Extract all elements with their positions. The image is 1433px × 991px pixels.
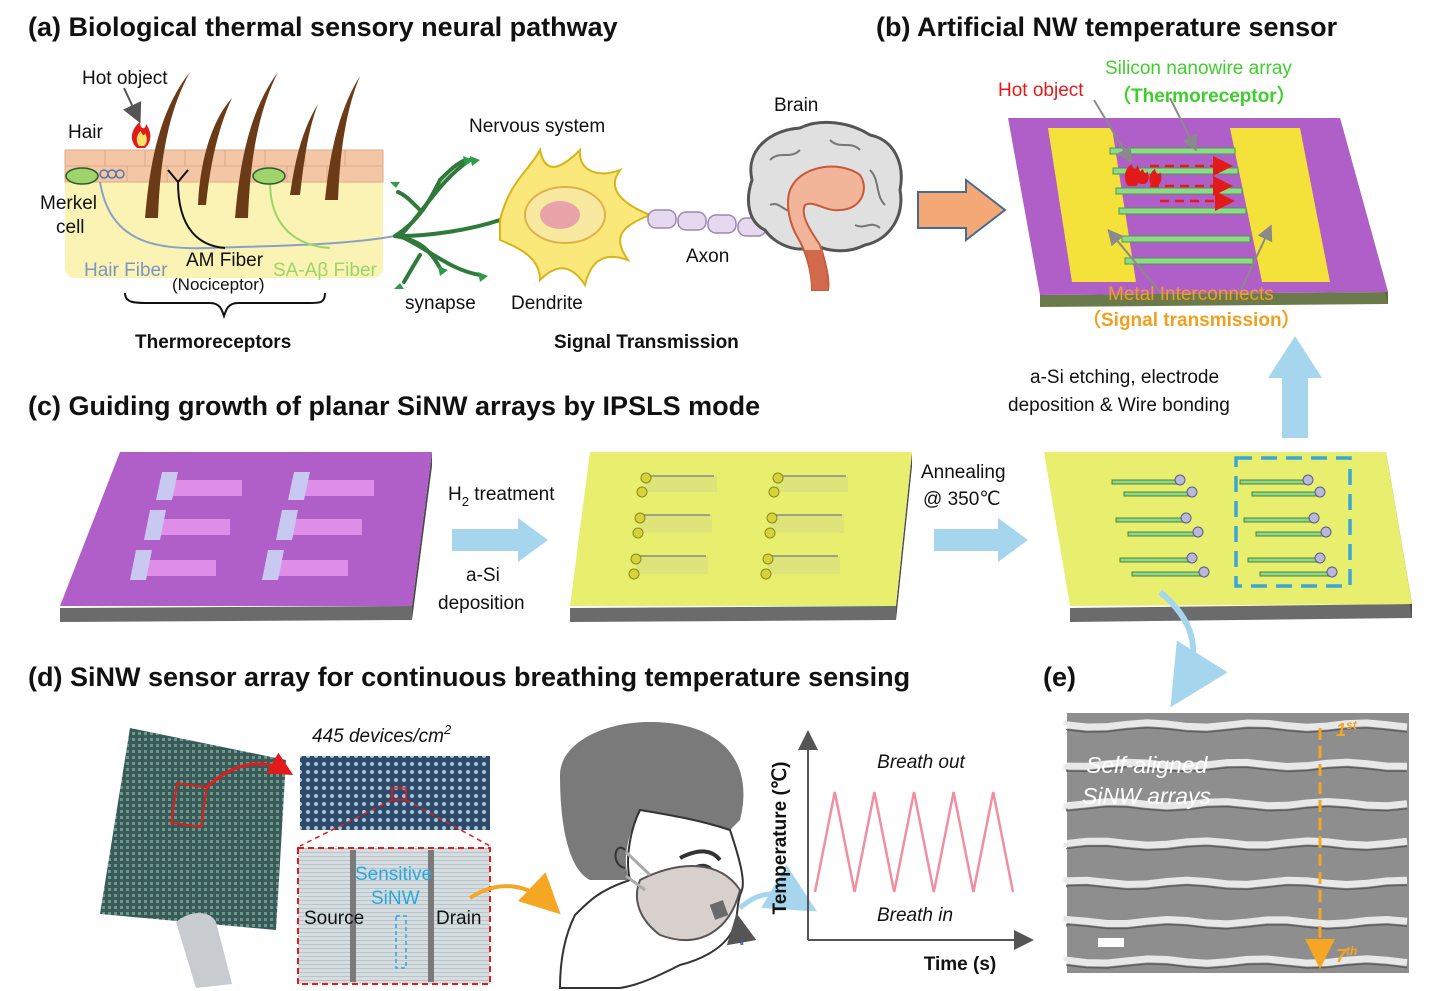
thermoreceptor-label: （Thermoreceptor） xyxy=(1112,84,1296,107)
synapse-label: synapse xyxy=(405,293,476,314)
hair-fiber-label: Hair Fiber xyxy=(84,260,168,281)
panel-b-title: (b) Artificial NW temperature sensor xyxy=(876,12,1338,42)
arrow-to-face xyxy=(468,872,561,915)
panel-c-title: (c) Guiding growth of planar SiNW arrays… xyxy=(28,391,760,421)
nervous-system-label: Nervous system xyxy=(469,116,605,137)
zoom-dots-image xyxy=(300,756,490,830)
cell-label: cell xyxy=(56,217,85,238)
nw-sensor-device xyxy=(1008,97,1388,307)
brain-illustration xyxy=(747,120,903,291)
metal-interconnects-label: Metal Interconnects xyxy=(1108,284,1274,305)
deposition-label: deposition xyxy=(438,593,525,614)
panel-d-title: (d) SiNW sensor array for continuous bre… xyxy=(28,662,910,692)
breath-series-line xyxy=(813,791,1015,893)
annealing-label: Annealing xyxy=(921,462,1006,483)
sem-nanowire xyxy=(1063,915,1408,928)
sem-nanowire-shadow xyxy=(1066,766,1408,773)
x-axis-label: Time (s) xyxy=(924,954,997,975)
panel-e-title: (e) xyxy=(1043,662,1076,692)
panel-a-title: (a) Biological thermal sensory neural pa… xyxy=(28,12,618,42)
flame-icon xyxy=(131,122,151,148)
sem-nanowire-shadow xyxy=(1066,963,1408,969)
arrow-step2 xyxy=(934,518,1028,562)
merkel-label: Merkel xyxy=(40,193,97,214)
drain-label: Drain xyxy=(436,908,481,929)
etching-line1: a-Si etching, electrode xyxy=(1030,367,1219,388)
axon-label: Axon xyxy=(686,246,729,267)
etching-line2: deposition & Wire bonding xyxy=(1008,395,1230,416)
scale-bar xyxy=(1098,938,1124,947)
thermoreceptors-label: Thermoreceptors xyxy=(135,332,291,353)
source-label: Source xyxy=(304,908,364,929)
am-fiber-label: AM Fiber xyxy=(186,250,264,271)
sem-nanowire xyxy=(1063,955,1408,967)
breathing-temperature-chart: Time (s) Temperature (℃) Breath out Brea… xyxy=(770,730,1034,975)
sem-nanowire-shadow xyxy=(1066,884,1408,891)
substrate-yellow-2 xyxy=(1044,452,1412,622)
hot-object-label-b: Hot object xyxy=(998,80,1084,101)
arrow-c-to-b xyxy=(1268,336,1322,438)
sa-fiber-label: SA-Aβ Fiber xyxy=(273,260,378,281)
arrow-step1 xyxy=(452,518,548,562)
sem-nanowire xyxy=(1063,797,1408,810)
temperature-label: @ 350℃ xyxy=(923,489,1001,510)
sem-nanowire xyxy=(1063,719,1408,731)
sem-image xyxy=(1063,713,1409,973)
annotation-breath-in: Breath in xyxy=(877,905,953,926)
annotation-breath-out: Breath out xyxy=(877,752,965,773)
y-axis-label: Temperature (℃) xyxy=(770,762,791,915)
brain-label: Brain xyxy=(774,95,818,116)
seventh-label: 7th xyxy=(1336,944,1357,966)
neuron-illustration xyxy=(390,146,801,289)
silicon-nanowire-array-label: Silicon nanowire array xyxy=(1105,58,1292,79)
face-with-mask xyxy=(558,722,757,989)
substrate-yellow-1 xyxy=(570,452,912,622)
h2-label: H2 treatment xyxy=(448,484,555,509)
sensitive-label: Sensitive xyxy=(355,864,432,885)
asi-label: a-Si xyxy=(466,565,500,586)
dendrite-label: Dendrite xyxy=(511,293,583,314)
sem-nanowire-shadow xyxy=(1066,845,1408,851)
flame-icon-b xyxy=(1124,164,1162,186)
sem-nanowire xyxy=(1063,758,1408,771)
device-micrograph xyxy=(297,847,491,985)
arrow-a-to-b xyxy=(917,177,1007,243)
sem-label-line2: SiNW arrays xyxy=(1082,783,1212,809)
zoom-box xyxy=(391,787,407,801)
skin-section xyxy=(64,72,396,320)
sem-nanowire xyxy=(1063,837,1408,849)
sem-nanowire xyxy=(1063,876,1408,889)
sem-nanowire-shadow xyxy=(1066,923,1408,930)
substrate-purple xyxy=(60,452,432,622)
density-label: 445 devices/cm2 xyxy=(312,722,452,747)
arrow-to-chart xyxy=(738,864,817,912)
chip-photo xyxy=(100,728,294,988)
sem-label-line1: Self-aligned xyxy=(1086,752,1209,778)
sem-nanowire-shadow xyxy=(1066,805,1408,812)
hot-object-label-a: Hot object xyxy=(82,68,168,89)
signal-transmission-label: Signal Transmission xyxy=(554,332,739,353)
breath-series xyxy=(813,791,1015,893)
signal-transmission-b-label: （Signal transmission） xyxy=(1082,308,1301,331)
first-label: 1st xyxy=(1336,718,1358,740)
arrow-c-to-e xyxy=(1158,589,1228,708)
sem-nanowire-shadow xyxy=(1066,727,1408,733)
hair-label: Hair xyxy=(68,122,104,143)
sinw-label: SiNW xyxy=(371,888,420,909)
nociceptor-label: (Nociceptor) xyxy=(172,275,265,294)
